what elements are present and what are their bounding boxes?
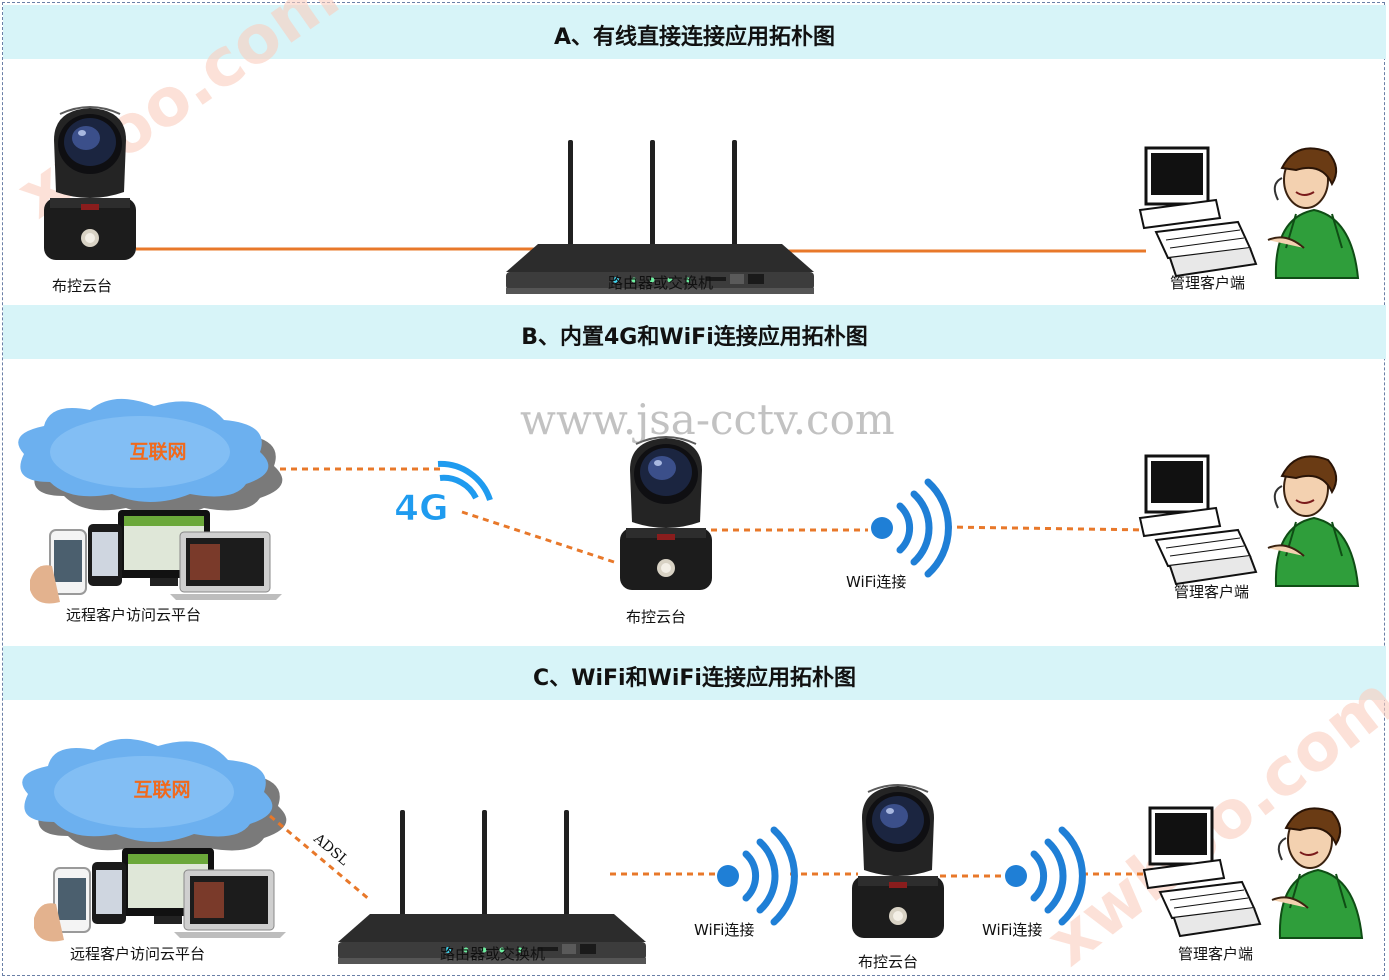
remote-devices-icon [33, 847, 287, 943]
wifi-label: WiFi连接 [982, 921, 1043, 939]
client-workstation-icon [1138, 454, 1360, 588]
cloud-label: 互联网 [133, 779, 190, 801]
wifi-label: WiFi连接 [846, 573, 907, 591]
router-label: 路由器或交换机 [440, 945, 546, 963]
panel-c-title: C、WiFi和WiFi连接应用拓朴图 [533, 666, 856, 691]
panel-b-header: B、内置4G和WiFi连接应用拓朴图 [3, 305, 1386, 359]
internet-cloud: 互联网 [22, 738, 287, 856]
camera-label: 布控云台 [626, 608, 687, 626]
router-icon [338, 810, 646, 964]
ptz-camera-icon [851, 784, 945, 939]
svg-text:4G: 4G [394, 488, 449, 529]
internet-cloud: 互联网 [18, 398, 283, 516]
remote-devices-icon [29, 509, 283, 605]
client-label: 管理客户端 [1170, 274, 1246, 292]
dotted-link [269, 814, 371, 902]
client-workstation-icon [1138, 146, 1360, 280]
remote-devices-label: 远程客户访问云平台 [66, 606, 202, 624]
4g-signal-icon: 4G [394, 460, 493, 530]
ptz-camera-icon [619, 436, 713, 591]
cloud-label: 互联网 [129, 441, 186, 463]
panel-a-title: A、有线直接连接应用拓朴图 [553, 25, 836, 50]
client-label: 管理客户端 [1178, 945, 1254, 963]
panel-b-title: B、内置4G和WiFi连接应用拓朴图 [521, 325, 868, 350]
dotted-link [461, 510, 615, 564]
panel-a-header: A、有线直接连接应用拓朴图 [3, 5, 1386, 59]
wifi-icon [1005, 830, 1082, 922]
adsl-label: ADSL [310, 830, 352, 869]
remote-devices-label: 远程客户访问云平台 [70, 945, 206, 963]
router-label: 路由器或交换机 [608, 274, 714, 292]
panel-c-header: C、WiFi和WiFi连接应用拓朴图 [3, 646, 1386, 700]
wifi-icon [871, 482, 948, 574]
ptz-camera-icon [43, 106, 137, 261]
camera-label: 布控云台 [858, 953, 919, 971]
client-label: 管理客户端 [1174, 583, 1250, 601]
watermark-center: www.jsa-cctv.com [520, 395, 895, 444]
wifi-icon [717, 830, 794, 922]
camera-label: 布控云台 [52, 277, 113, 295]
wifi-label: WiFi连接 [694, 921, 755, 939]
dotted-link [945, 525, 1151, 532]
router-icon [506, 140, 814, 294]
